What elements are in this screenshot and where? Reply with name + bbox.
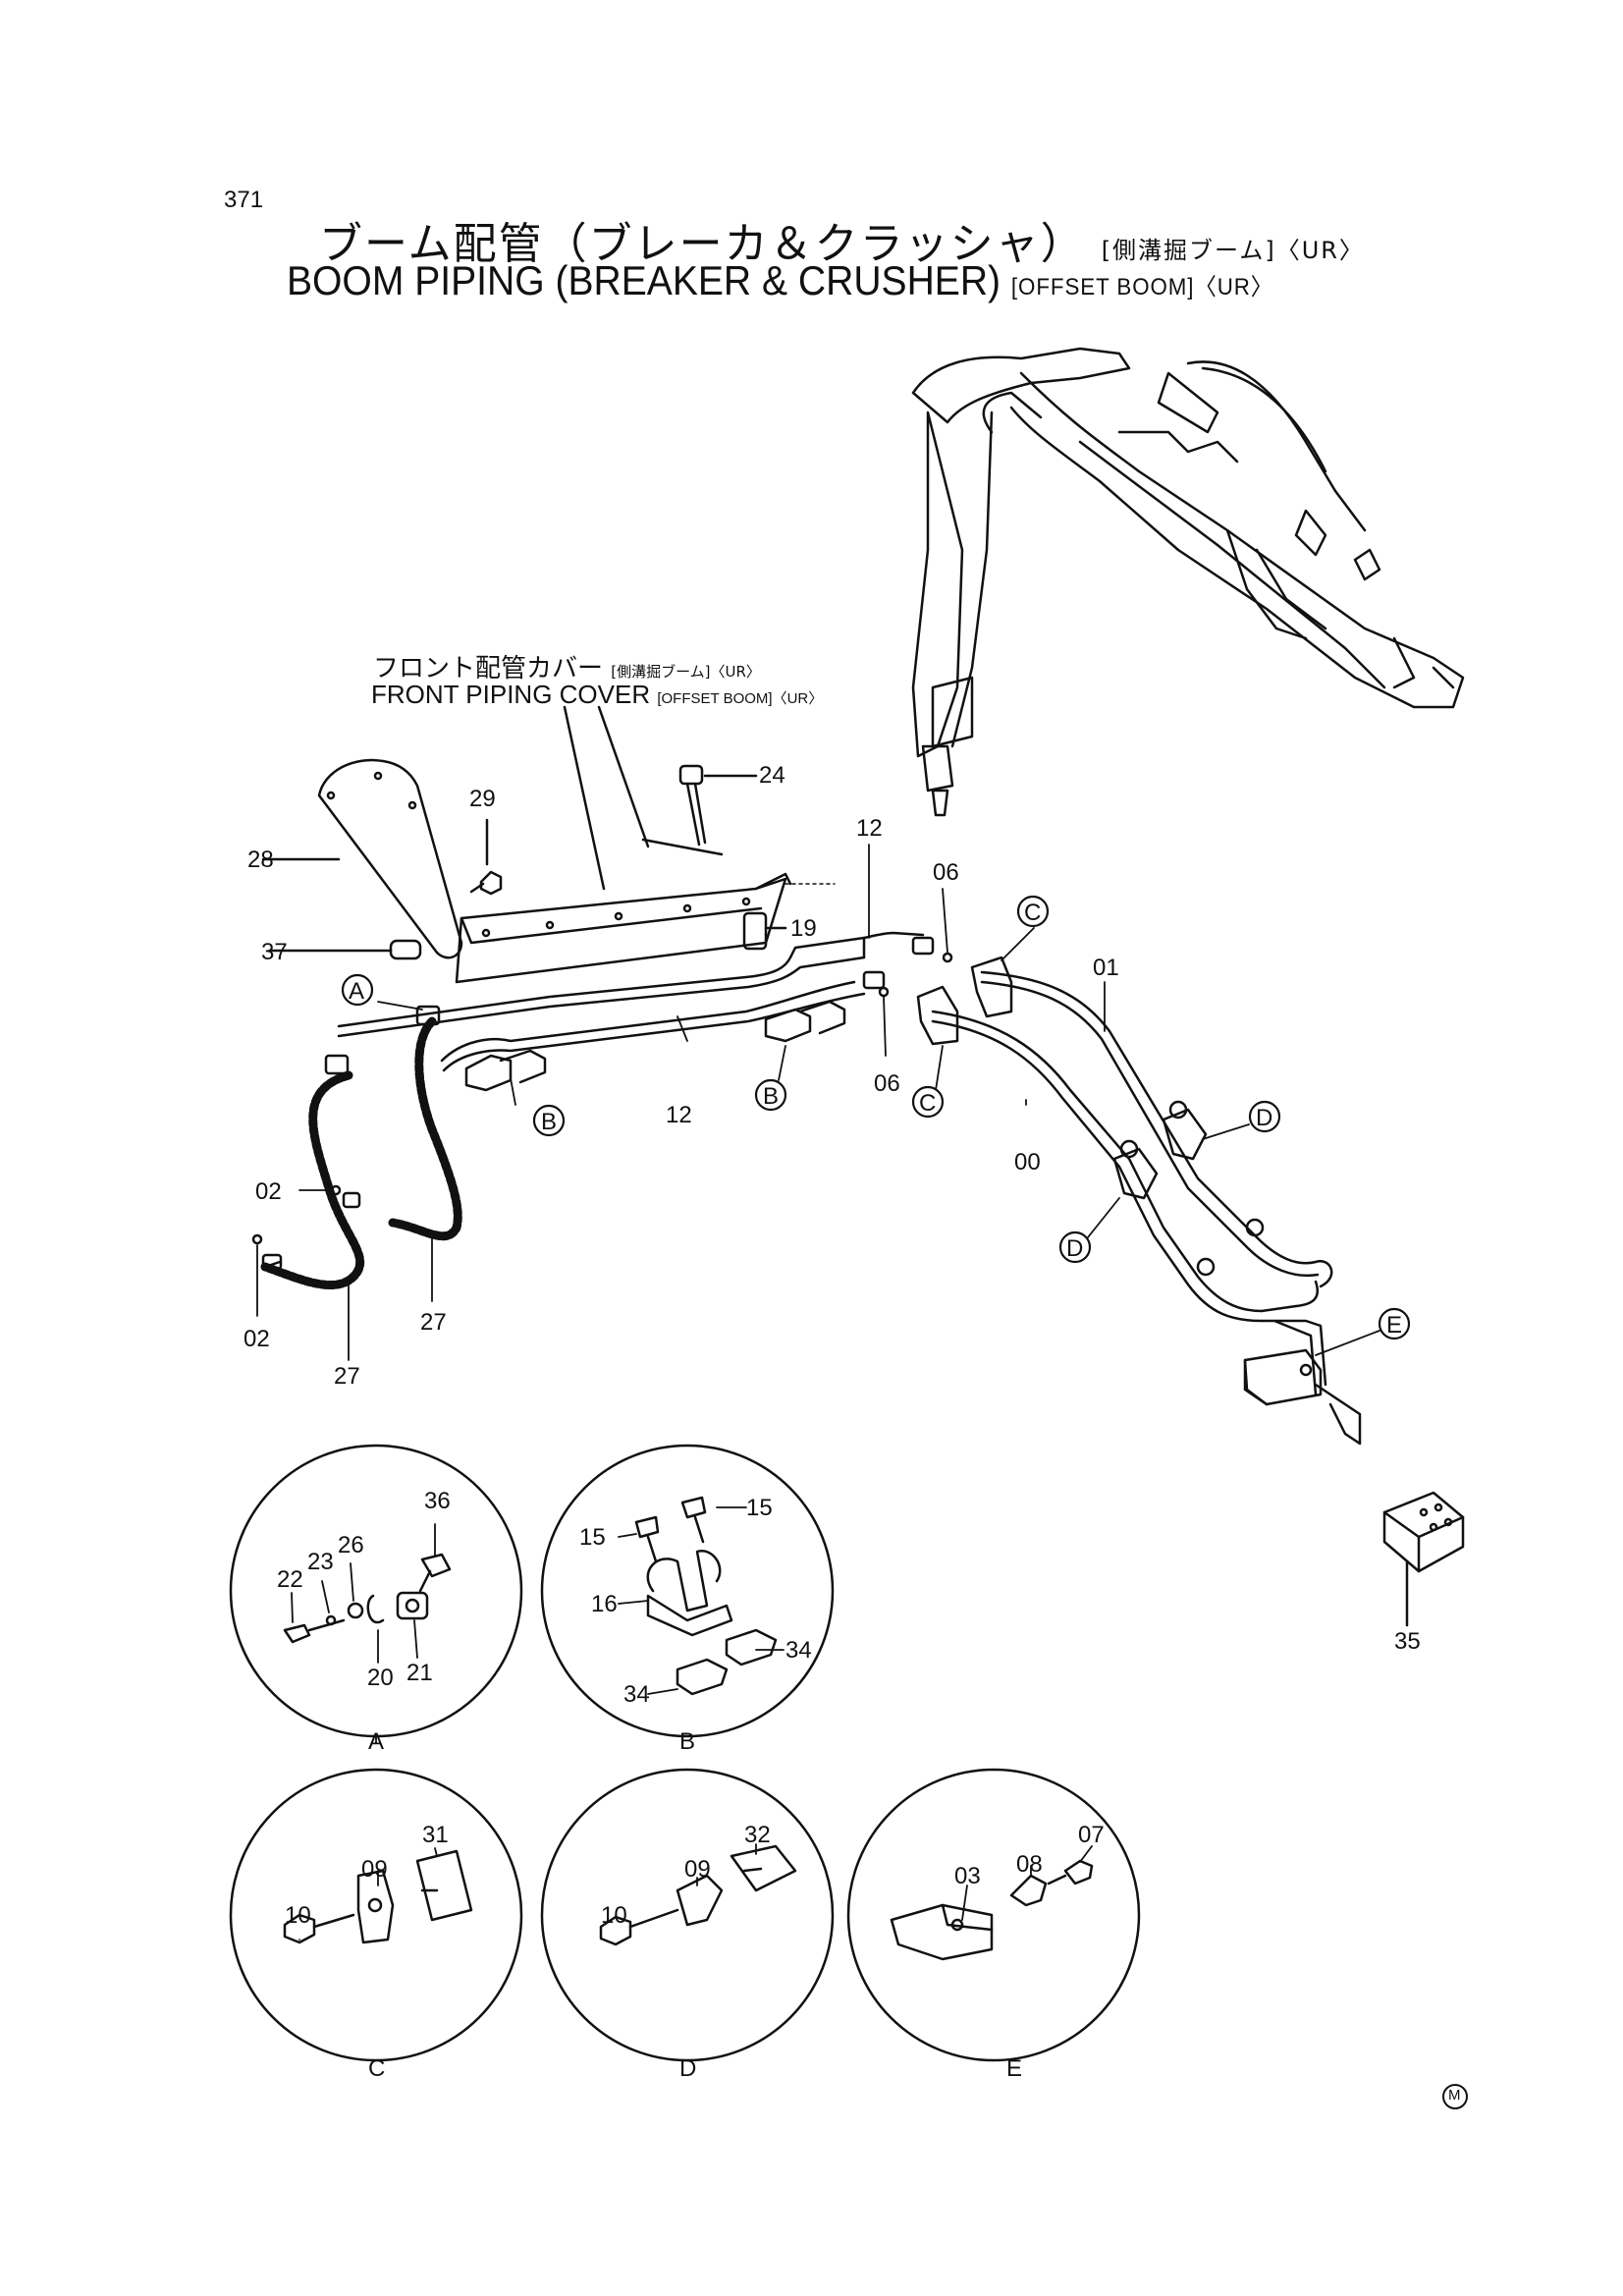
leader-lines: [256, 844, 1380, 1361]
pipe-ends-e: [1260, 1259, 1362, 1446]
spacer-19: [742, 911, 787, 951]
detail-a-part-21: 21: [406, 1660, 433, 1686]
hose-27-right: [388, 1016, 462, 1241]
title-japanese-main: ブーム配管（ブレーカ＆クラッシャ）: [319, 219, 1086, 269]
callout-28: 28: [247, 847, 274, 873]
bolt-29: [469, 818, 503, 896]
marker-d1-label: D: [1256, 1105, 1273, 1131]
detail-d-part-10: 10: [601, 1902, 627, 1929]
detail-circle-c: [229, 1768, 523, 2062]
title-japanese-tag: [側溝掘ブーム]〈UR〉: [1101, 237, 1365, 264]
footer-mark-circle: [1442, 2084, 1468, 2109]
detail-c-part-09: 09: [361, 1856, 388, 1883]
boom-overview-illustration: [911, 347, 1465, 817]
detail-b-label: B: [679, 1728, 696, 1755]
detail-c-part-10: 10: [285, 1902, 311, 1929]
clamps-b: [464, 1000, 846, 1092]
mounting-plate-28: [317, 758, 463, 959]
detail-e-label: E: [1006, 2055, 1023, 2082]
callout-24: 24: [759, 762, 785, 789]
detail-c-part-31: 31: [422, 1822, 449, 1848]
detail-d-part-09: 09: [684, 1856, 711, 1883]
hose-27-left: [260, 1070, 365, 1289]
front-piping-cover: [455, 705, 836, 984]
title-english-tag: [OFFSET BOOM]〈UR〉: [1010, 274, 1274, 301]
marker-b2-label: B: [763, 1083, 780, 1110]
detail-a-label: A: [368, 1728, 385, 1755]
bolt-24: [678, 764, 758, 847]
fittings: [251, 936, 953, 1271]
cover-label-jp-tag: [側溝掘ブーム]〈UR〉: [611, 663, 761, 681]
detail-a-part-26: 26: [338, 1532, 364, 1558]
detail-a-part-20: 20: [367, 1665, 394, 1691]
detail-circle-b: [540, 1444, 835, 1738]
detail-e-part-03: 03: [954, 1863, 981, 1889]
collar-37: [268, 939, 422, 960]
marker-e-label: E: [1386, 1312, 1403, 1339]
detail-circle-a: [229, 1444, 523, 1738]
callout-02-lower: 02: [243, 1326, 270, 1352]
detail-b-part-15-right: 15: [746, 1495, 773, 1521]
title-japanese: ブーム配管（ブレーカ＆クラッシャ） [側溝掘ブーム]〈UR〉: [319, 208, 1365, 271]
cover-label-english: FRONT PIPING COVER [OFFSET BOOM]〈UR〉: [371, 680, 823, 710]
callout-12-upper: 12: [856, 815, 883, 842]
cover-label-jp-main: フロント配管カバー: [373, 654, 604, 683]
bracket-e: [1243, 1348, 1323, 1406]
cover-label-en-tag: [OFFSET BOOM]〈UR〉: [657, 690, 824, 707]
detail-leaders: [291, 1506, 1093, 1941]
detail-d-label: D: [679, 2055, 697, 2082]
callout-37: 37: [261, 939, 288, 965]
detail-b-part-15-left: 15: [579, 1524, 606, 1551]
loose-block-35: [1382, 1491, 1465, 1627]
detail-a-part-23: 23: [307, 1549, 334, 1575]
footer-mark: M: [1448, 2087, 1461, 2104]
clamps-d: [1112, 1100, 1265, 1277]
pipe-00: [931, 1010, 1264, 1323]
callout-02-upper: 02: [255, 1178, 282, 1205]
detail-a-part-22: 22: [277, 1566, 303, 1593]
detail-b-part-16: 16: [591, 1591, 618, 1617]
detail-d-part-32: 32: [744, 1822, 771, 1848]
detail-c-label: C: [368, 2055, 386, 2082]
title-english: BOOM PIPING (BREAKER & CRUSHER) [OFFSET …: [287, 257, 1273, 304]
page-number: 371: [224, 187, 264, 213]
detail-e-part-08: 08: [1016, 1851, 1043, 1878]
cover-label-japanese: フロント配管カバー [側溝掘ブーム]〈UR〉: [373, 648, 761, 684]
marker-c2-label: C: [919, 1090, 937, 1117]
marker-c1-label: C: [1024, 900, 1042, 926]
detail-a-part-36: 36: [424, 1488, 451, 1514]
callout-19: 19: [790, 915, 817, 942]
callout-06-lower: 06: [874, 1070, 900, 1097]
callout-27-right: 27: [420, 1309, 447, 1336]
detail-circle-e: [846, 1768, 1141, 2062]
pipe-12-upper: [337, 931, 925, 1038]
cover-label-en-main: FRONT PIPING COVER: [371, 680, 651, 709]
pipe-01: [980, 970, 1320, 1278]
detail-circle-d: [540, 1768, 835, 2062]
callout-06-upper: 06: [933, 859, 959, 886]
marker-b1-label: B: [541, 1109, 558, 1135]
loose-part-35-label: 35: [1394, 1628, 1421, 1655]
callout-00: 00: [1014, 1149, 1041, 1175]
callout-29: 29: [469, 786, 496, 812]
marker-a-label: A: [349, 978, 365, 1005]
callout-12-lower: 12: [666, 1102, 692, 1128]
detail-b-part-34-right: 34: [785, 1637, 812, 1664]
callout-01: 01: [1093, 955, 1119, 981]
clamps-c: [916, 956, 1013, 1046]
title-english-main: BOOM PIPING (BREAKER & CRUSHER): [287, 257, 1001, 303]
callout-27-left: 27: [334, 1363, 360, 1390]
detail-b-part-34-left: 34: [623, 1681, 650, 1708]
marker-d2-label: D: [1066, 1235, 1084, 1262]
detail-e-part-07: 07: [1078, 1822, 1105, 1848]
